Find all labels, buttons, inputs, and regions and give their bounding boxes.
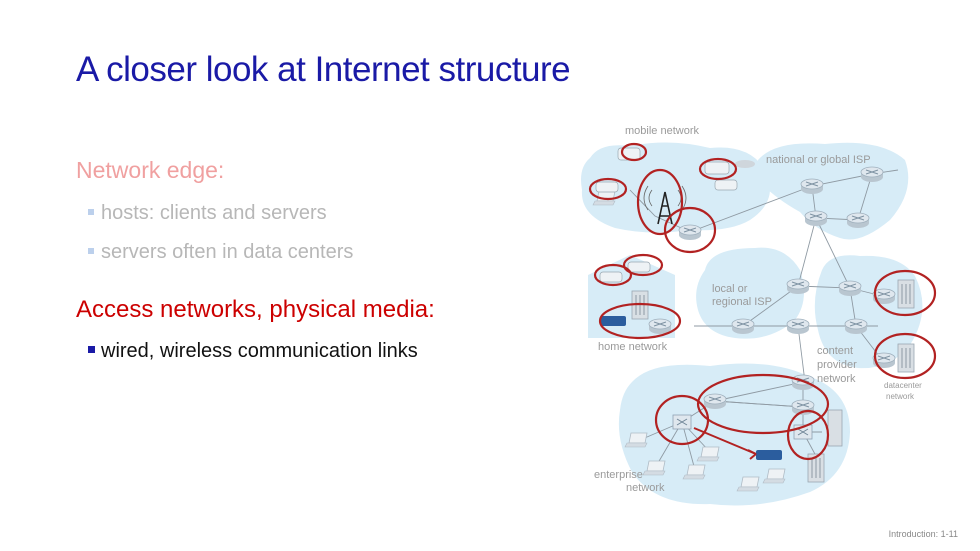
national-isp-label: national or global ISP <box>766 154 871 166</box>
highlight-ellipse <box>636 168 684 236</box>
router-icon <box>844 318 868 335</box>
slide-footer: Introduction: 1-11 <box>888 529 958 539</box>
highlight-ellipse <box>663 206 717 254</box>
cell-tower-icon <box>643 185 687 225</box>
router-icon <box>648 318 672 335</box>
local-isp-label-line2: regional ISP <box>712 296 772 308</box>
enterprise-label-line2: network <box>626 482 665 494</box>
edge-bullet-hosts: hosts: clients and servers <box>88 202 327 225</box>
datacenter-server-icon <box>897 343 915 373</box>
access-bullet-wired: wired, wireless communication links <box>88 340 418 363</box>
highlight-ellipse <box>696 373 830 435</box>
highlight-ellipse <box>622 253 664 277</box>
phone-icon <box>714 179 738 191</box>
home-router-icon <box>600 316 626 326</box>
highlight-ellipse <box>654 394 710 446</box>
phone-icon <box>627 261 651 273</box>
internet-structure-diagram: mobile network national or global ISP lo… <box>581 125 937 506</box>
highlight-ellipse <box>698 157 738 181</box>
router-icon <box>838 280 862 297</box>
wireless-router-icon <box>756 450 782 460</box>
mobile-network-label: mobile network <box>625 125 699 137</box>
edge-bullet-text: hosts: clients and servers <box>101 202 327 224</box>
phone-icon <box>595 181 619 193</box>
highlight-ellipse <box>873 269 937 317</box>
router-icon <box>678 224 702 241</box>
router-icon <box>860 166 884 183</box>
access-highlights <box>588 142 937 461</box>
server-icon <box>827 409 843 447</box>
local-isp-cloud <box>696 247 804 339</box>
router-icon <box>791 374 815 391</box>
highlight-ellipse <box>593 263 633 287</box>
router-icon <box>846 212 870 229</box>
highlight-ellipse <box>620 142 648 162</box>
router-icon <box>731 318 755 335</box>
arrow-head-icon <box>747 449 757 460</box>
network-edge-heading: Network edge: <box>76 157 225 183</box>
bullet-square-icon <box>88 346 95 353</box>
highlight-arrow <box>693 427 757 455</box>
switch-icon <box>672 414 692 430</box>
enterprise-network-cloud <box>618 363 850 506</box>
phone-icon <box>704 161 730 175</box>
datacenter-server-icon <box>897 279 915 309</box>
highlight-ellipse <box>598 302 682 340</box>
content-provider-label-line2: provider <box>817 359 857 371</box>
router-icon <box>703 393 727 410</box>
phone-icon <box>599 271 623 283</box>
router-icon <box>786 278 810 295</box>
highlight-ellipse <box>873 332 937 380</box>
bullet-square-icon <box>88 209 94 215</box>
edge-bullet-text: servers often in data centers <box>101 241 354 263</box>
router-icon <box>804 210 828 227</box>
home-network-label: home network <box>598 341 668 353</box>
datacenter-label-line2: network <box>886 392 915 401</box>
datacenter-label-line1: datacenter <box>884 381 922 390</box>
access-bullet-text: wired, wireless communication links <box>101 340 418 362</box>
highlight-ellipse <box>588 177 628 201</box>
local-isp-label-line1: local or <box>712 283 748 295</box>
highlight-ellipse <box>786 409 830 461</box>
enterprise-label-line1: enterprise <box>594 469 643 481</box>
router-icon <box>786 318 810 335</box>
car-icon <box>735 160 755 168</box>
slide-title: A closer look at Internet structure <box>76 50 571 89</box>
bullet-square-icon <box>88 248 94 254</box>
edge-bullet-servers: servers often in data centers <box>88 241 353 264</box>
content-provider-label-line1: content <box>817 345 853 357</box>
content-provider-label-line3: network <box>817 373 856 385</box>
router-icon <box>800 178 824 195</box>
access-networks-heading: Access networks, physical media: <box>76 296 435 323</box>
